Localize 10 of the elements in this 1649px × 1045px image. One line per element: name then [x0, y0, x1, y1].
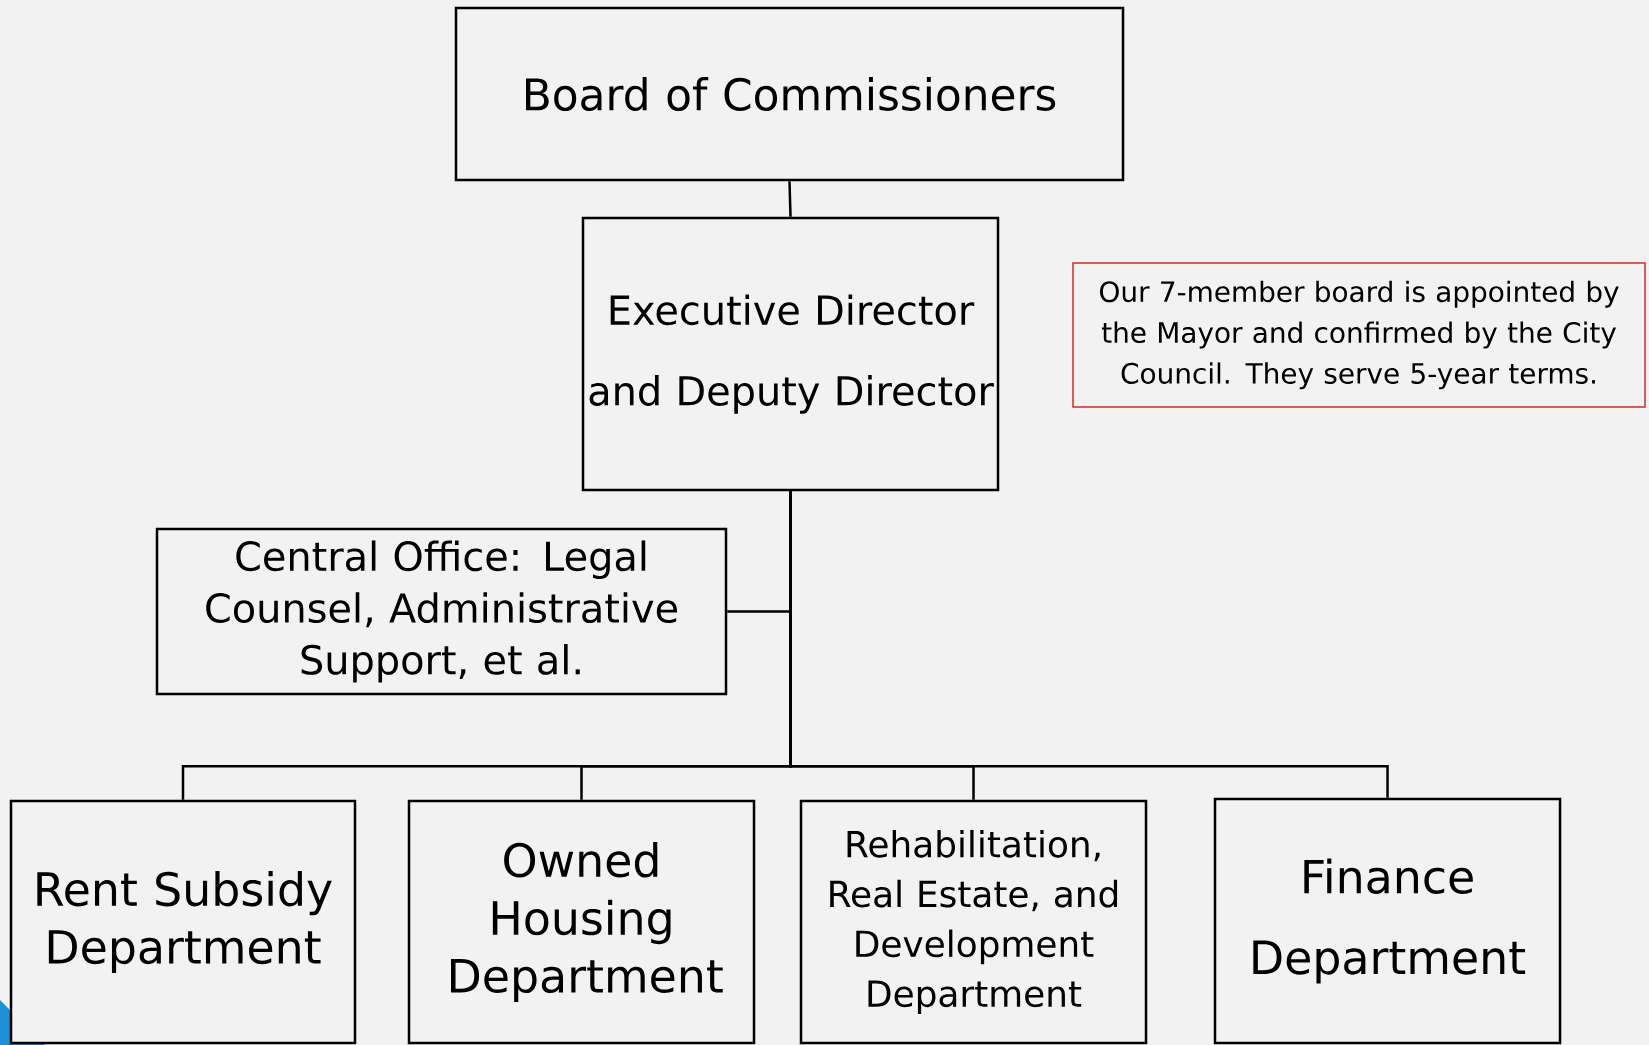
department-box: Finance Department [1213, 797, 1562, 1045]
title-box: Board of Commissioners [454, 6, 1125, 182]
department-box: Owned Housing Department [407, 799, 756, 1045]
office-box: Central Office: Legal Counsel, Administrative Support, et al. [155, 527, 728, 696]
department-box: Rehabilitation, Real Estate, and Development Department [799, 799, 1148, 1045]
note-box: Our 7-member board is appointed by the Mayor and confirmed by the City Council. They serve 5-year terms. [1072, 262, 1646, 408]
connector-line [789, 491, 1389, 798]
connector-line [788, 181, 792, 217]
director-box: Executive Director and Deputy Director [581, 216, 1000, 492]
department-box: Rent Subsidy Department [9, 799, 357, 1045]
